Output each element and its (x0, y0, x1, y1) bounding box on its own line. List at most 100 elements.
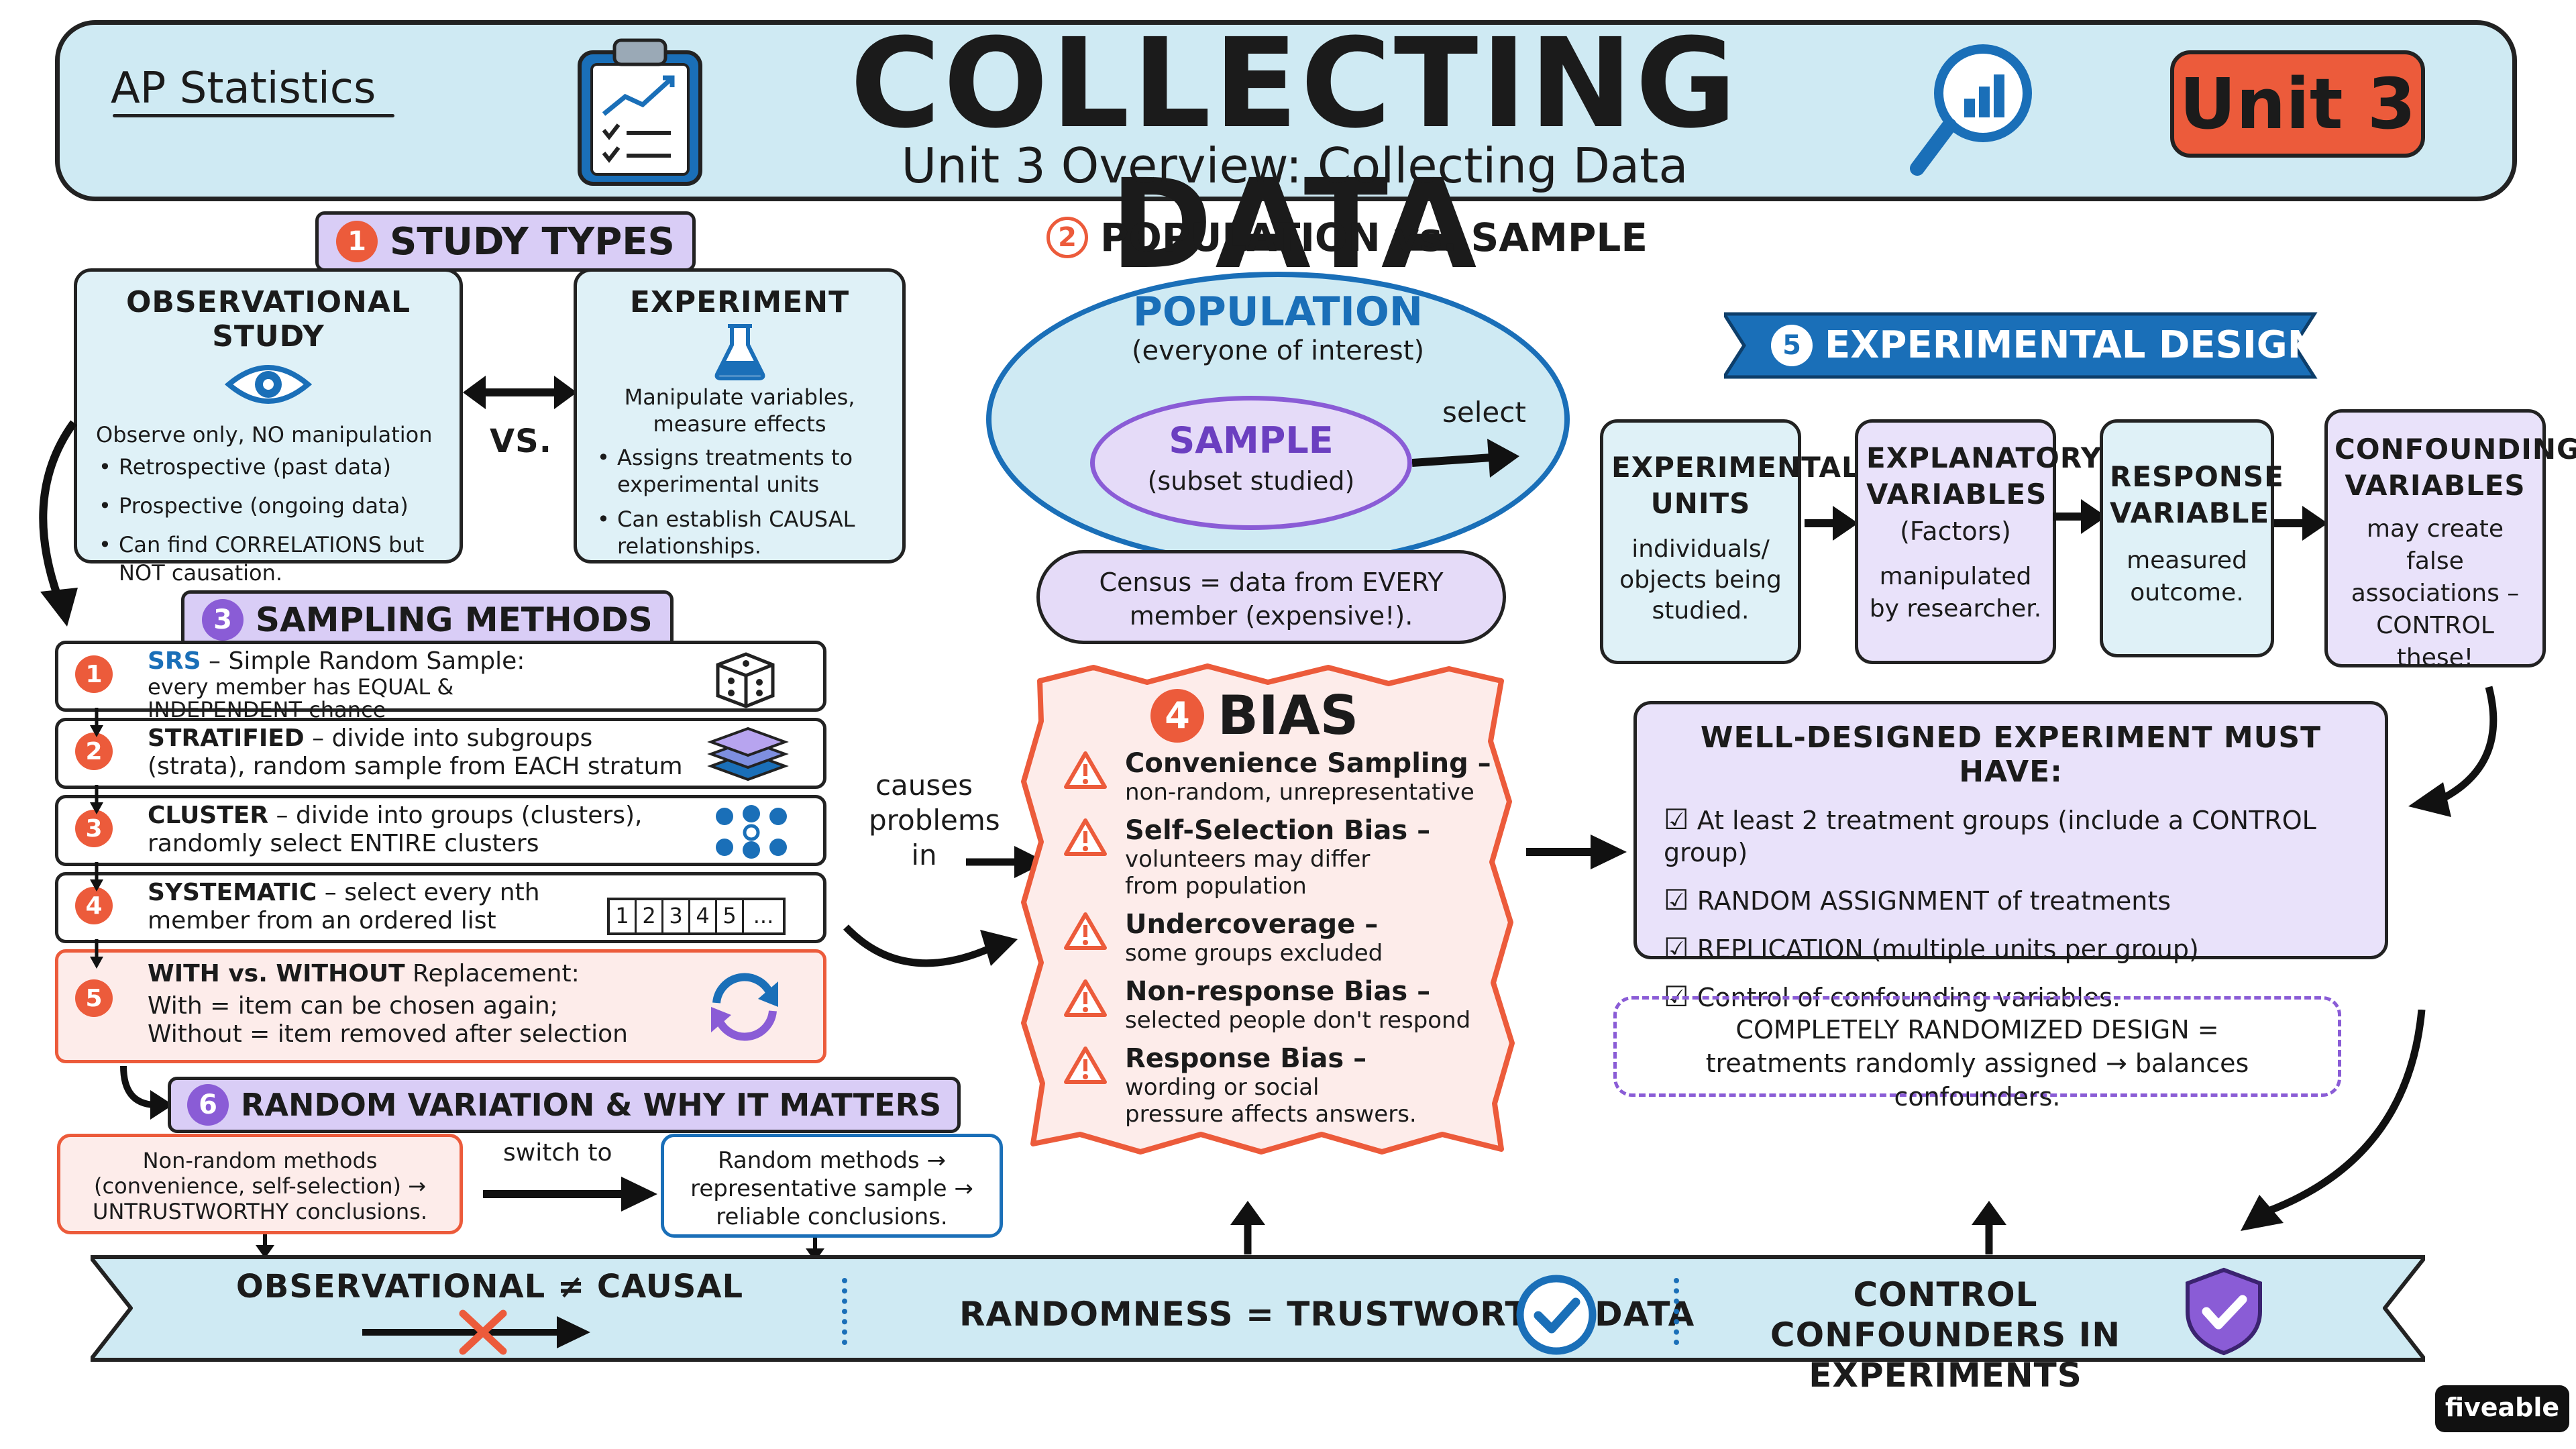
checklist-text: REPLICATION (multiple units per group) (1697, 934, 2199, 964)
list-cell: 3 (663, 900, 690, 932)
section-sampling-label: 3 SAMPLING METHODS (181, 590, 674, 649)
row-frame (55, 641, 826, 712)
up-arrow-icon (1969, 1201, 2009, 1257)
list-cell: 4 (690, 900, 717, 932)
checklist-text: At least 2 treatment groups (include a C… (1664, 806, 2316, 867)
observational-title: OBSERVATIONAL STUDY (126, 285, 411, 354)
bias-item: Non-response Bias –selected people don't… (1063, 976, 1493, 1034)
census-cloud: Census = data from EVERY member (expensi… (1036, 550, 1506, 644)
sampling-method-row-srs: 1 SRS – Simple Random Sample: every memb… (0, 641, 832, 722)
brand-text: fiveable (2445, 1393, 2560, 1422)
bias-title: Undercoverage – (1125, 909, 1379, 940)
bias-desc: selected people don't respond (1125, 1007, 1471, 1034)
method-detail: every member has EQUAL & INDEPENDENT cha… (148, 674, 454, 722)
page-subtitle: Unit 3 Overview: Collecting Data (901, 138, 1688, 194)
method-text: – divide into subgroups (304, 724, 593, 752)
checklist-item: ☑ RANDOM ASSIGNMENT of treatments (1664, 884, 2358, 917)
warning-icon (1063, 979, 1110, 1020)
curved-arrow-icon (2227, 1009, 2428, 1251)
section-title: SAMPLING METHODS (256, 600, 653, 639)
random-methods-card: Random methods → representative sample →… (661, 1134, 1003, 1238)
observational-lead: Observe only, NO manipulation (96, 422, 433, 447)
design-step-card: EXPERIMENTAL UNITS individuals/ objects … (1600, 419, 1860, 664)
list-cell: 1 (610, 900, 637, 932)
sampling-method-row-replacement: 5 WITH vs. WITHOUT Replacement: With = i… (0, 949, 832, 1070)
sample-ellipse (1090, 396, 1412, 530)
step-title: CONFOUNDING VARIABLES (2334, 433, 2576, 502)
warning-icon (1063, 912, 1110, 953)
method-detail: Without = item removed after selection (148, 1020, 628, 1048)
footer-observational-causal: OBSERVATIONAL ≠ CAUSAL (235, 1268, 744, 1305)
flow-arrow-icon (1805, 503, 1858, 546)
step-desc: individuals/ objects being studied. (1619, 535, 1782, 625)
section-title: BIAS (1218, 684, 1359, 747)
method-title: CLUSTER (148, 802, 269, 829)
population-title: POPULATION (1132, 288, 1424, 335)
bias-desc: some groups excluded (1125, 940, 1383, 967)
crossed-arrow-icon (362, 1308, 590, 1355)
bias-item: Convenience Sampling –non-random, unrepr… (1063, 748, 1493, 806)
crd-text: treatments randomly assigned → balances … (1705, 1049, 2249, 1112)
method-text: – Simple Random Sample: (201, 647, 525, 675)
switch-label: switch to (503, 1139, 612, 1167)
method-detail: member from an ordered list (148, 907, 496, 934)
number-list-icon: 1 2 3 4 5 ... (607, 898, 786, 935)
random-text: Random methods → representative sample →… (690, 1147, 973, 1230)
method-text: – select every nth (317, 879, 540, 906)
section-number-badge: 1 (336, 221, 378, 262)
course-label: AP Statistics (111, 64, 376, 113)
checklist-text: RANDOM ASSIGNMENT of treatments (1697, 886, 2171, 916)
flask-icon (594, 323, 885, 384)
must-have-card: WELL-DESIGNED EXPERIMENT MUST HAVE: ☑ At… (1633, 701, 2388, 1013)
select-arrow-icon (1411, 436, 1519, 483)
nonrandom-methods-card: Non-random methods (convenience, self-se… (57, 1134, 463, 1234)
down-arrow-icon (252, 1234, 278, 1264)
sample-title: SAMPLE (1169, 419, 1334, 462)
causes-arrow-icon (966, 842, 1046, 882)
flow-arrow-icon (2053, 496, 2106, 539)
step-desc: measured outcome. (2127, 547, 2247, 606)
bias-to-experiment-arrow-icon (1526, 832, 1627, 872)
footer-banner (91, 1253, 2425, 1364)
census-text: Census = data from EVERY member (expensi… (1099, 568, 1444, 631)
completely-randomized-design-card: COMPLETELY RANDOMIZED DESIGN = treatment… (1613, 996, 2341, 1112)
section-population-label: 2 POPULATION vs. SAMPLE (1046, 215, 1648, 260)
list-cell: ... (753, 903, 774, 928)
causes-label: causes problems in (869, 769, 1000, 871)
footer-divider (1674, 1278, 1679, 1345)
shield-check-icon (2177, 1265, 2271, 1361)
design-step-card: CONFOUNDING VARIABLES may create false a… (2324, 409, 2576, 672)
step-number-badge: 5 (75, 979, 113, 1017)
bias-item: Self-Selection Bias –volunteers may diff… (1063, 815, 1493, 900)
bias-item: Response Bias –wording or social pressur… (1063, 1043, 1493, 1128)
step-title: EXPERIMENTAL UNITS (1611, 451, 1860, 520)
step-sub: (Factors) (1900, 517, 2011, 546)
sampling-method-row-systematic: 4 SYSTEMATIC – select every nth member f… (0, 872, 832, 949)
row-frame (55, 718, 826, 789)
row-frame (55, 872, 826, 943)
vs-label: VS. (490, 423, 552, 460)
section-bias-label: 4 BIAS (1150, 684, 1358, 747)
step-desc: may create false associations – CONTROL … (2351, 515, 2520, 672)
clipboard-chart-icon (570, 35, 711, 189)
method-detail: With = item can be chosen again; (148, 992, 558, 1020)
curved-arrow-icon (114, 1063, 174, 1124)
warning-icon (1063, 818, 1110, 859)
layers-icon (704, 726, 792, 786)
sampling-method-row-cluster: 3 CLUSTER – divide into groups (clusters… (0, 795, 832, 872)
section-experimental-design-label: 5 EXPERIMENTAL DESIGN (1724, 309, 2328, 382)
dice-icon (711, 649, 778, 712)
row-connector-icon (89, 708, 105, 1003)
method-text: Replacement: (405, 960, 580, 987)
checklist-item: ☑ At least 2 treatment groups (include a… (1664, 804, 2358, 869)
crd-title: COMPLETELY RANDOMIZED DESIGN = (1735, 1015, 2219, 1044)
header-banner (55, 20, 2517, 201)
warning-icon (1063, 751, 1110, 792)
section-title: EXPERIMENTAL DESIGN (1825, 323, 2319, 367)
clusters-icon (711, 804, 792, 863)
row-frame (55, 949, 826, 1063)
experiment-title: EXPERIMENT (629, 285, 850, 319)
double-arrow-icon (463, 376, 577, 409)
step-desc: manipulated by researcher. (1869, 563, 2042, 623)
bias-item: Undercoverage –some groups excluded (1063, 909, 1493, 967)
